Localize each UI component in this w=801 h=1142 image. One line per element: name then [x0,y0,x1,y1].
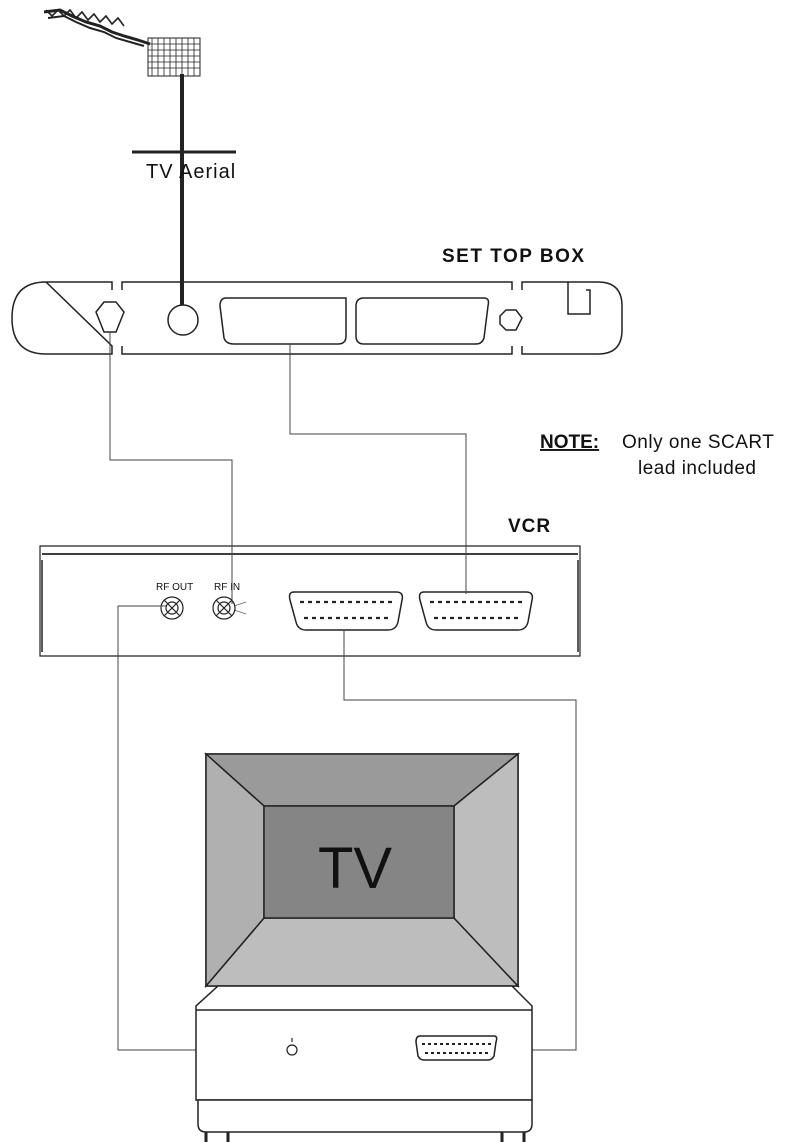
scart-cable-vcr-to-tv [343,630,577,1051]
rf-cable-stb-to-vcr [109,332,233,604]
vcr-rf-in-connector [212,596,247,620]
vcr [39,545,581,657]
stb-scart-2 [355,297,490,345]
stb-aerial-in-connector [167,304,199,336]
scart-cable-stb-to-vcr [289,344,467,594]
tv-screen [263,805,455,919]
tv-label: TV [318,836,392,901]
rf-in-label: RF IN [214,582,240,593]
stb-small-connector [499,309,523,331]
vcr-label: VCR [508,516,551,537]
note-line-2: lead included [638,458,756,479]
stb-scart-1 [219,297,347,345]
set-top-box-label: SET TOP BOX [442,246,586,267]
stb-rf-out-connector [95,301,125,333]
tv-base [195,985,533,1142]
tv-aerial-icon [43,8,236,306]
note-prefix: NOTE: [540,432,599,453]
aerial-label: TV Aerial [146,161,236,183]
cables [109,332,577,1051]
set-top-box [11,281,623,355]
vcr-scart-1 [288,591,404,631]
tv-scart-connector [415,1035,498,1061]
vcr-scart-2 [418,591,534,631]
note-line-1: Only one SCART [622,432,774,453]
tv-rf-in-connector [286,1038,298,1056]
tv [204,752,521,989]
rf-out-label: RF OUT [156,582,193,593]
vcr-rf-out-connector [160,596,184,620]
